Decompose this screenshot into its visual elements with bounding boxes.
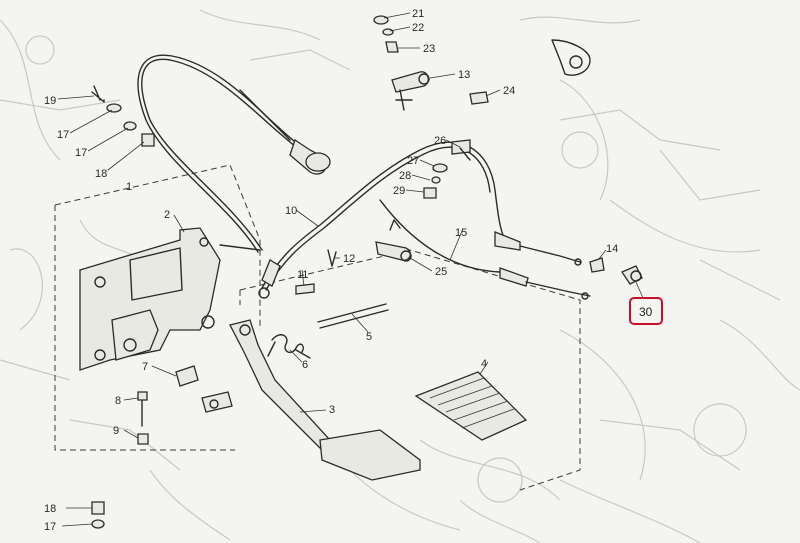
- callout-13: 13: [458, 69, 470, 81]
- callout-24: 24: [503, 85, 515, 97]
- callout-28: 28: [399, 170, 411, 182]
- leader-lines: [57, 12, 644, 527]
- callout-9: 9: [113, 425, 119, 437]
- callout-30: 30: [639, 305, 653, 319]
- callout-19: 19: [44, 95, 56, 107]
- callout-29: 29: [393, 185, 405, 197]
- callout-1: 1: [126, 181, 132, 193]
- callout-17-lower: 17: [44, 521, 56, 533]
- callout-labels: 21 22 23 13 24 19 17 17 18 26 27 28 29 1…: [44, 8, 618, 533]
- callout-21: 21: [412, 8, 424, 20]
- callout-10: 10: [285, 205, 297, 217]
- callout-25: 25: [435, 266, 447, 278]
- hardware-left: [91, 85, 337, 529]
- spring-6: [267, 334, 311, 359]
- callout-17-upper: 17: [57, 129, 69, 141]
- pedal-pad-4: [414, 371, 528, 441]
- callout-2: 2: [164, 209, 170, 221]
- pedal-bracket-2: [79, 227, 261, 371]
- callout-27: 27: [407, 155, 419, 167]
- clip-13: [391, 71, 430, 111]
- callout-17-middle: 17: [75, 147, 87, 159]
- callout-3: 3: [329, 404, 335, 416]
- callout-7: 7: [142, 361, 148, 373]
- rod-5: [317, 303, 389, 329]
- callout-18-lower: 18: [44, 503, 56, 515]
- callout-5: 5: [366, 331, 372, 343]
- highlighted-callout-30[interactable]: 30: [629, 297, 663, 325]
- clip-25: [375, 219, 412, 262]
- callout-12: 12: [343, 253, 355, 265]
- callout-8: 8: [115, 395, 121, 407]
- callout-26: 26: [434, 135, 446, 147]
- highlight-box: [629, 297, 663, 325]
- top-right-linkage: [551, 39, 591, 76]
- dashed-frame-outlines: [54, 164, 581, 491]
- callout-14: 14: [606, 243, 618, 255]
- callout-4: 4: [481, 358, 487, 370]
- callout-11: 11: [297, 269, 308, 281]
- callout-6: 6: [302, 359, 308, 371]
- hardware-top: [373, 15, 489, 199]
- callout-15: 15: [455, 227, 467, 239]
- callout-23: 23: [423, 43, 435, 55]
- callout-18-upper: 18: [95, 168, 107, 180]
- pedal-lever-3: [175, 319, 421, 481]
- cable-15: [379, 199, 591, 300]
- callout-22: 22: [412, 22, 424, 34]
- hardware-right: [589, 257, 643, 285]
